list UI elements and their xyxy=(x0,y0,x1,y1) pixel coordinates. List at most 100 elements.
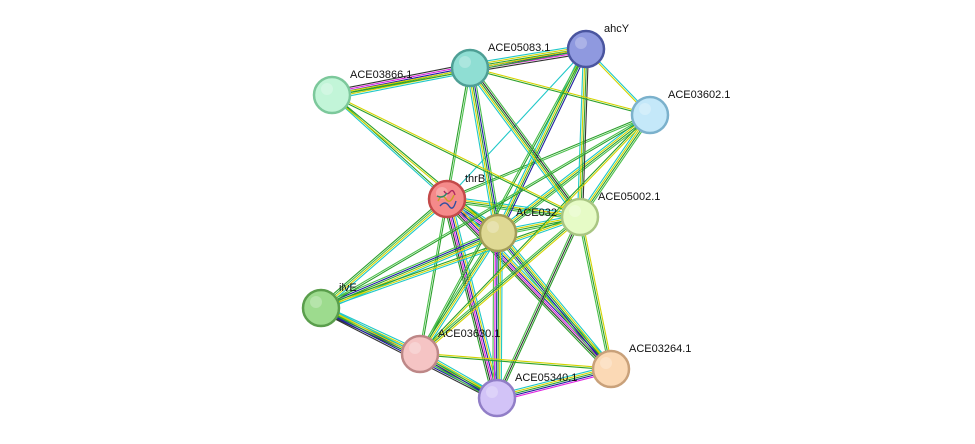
edge-channel-line xyxy=(499,116,653,236)
edge-thrb-ace03866-1[interactable] xyxy=(330,93,449,201)
edge-channel-line xyxy=(331,93,500,233)
edge-ace05083-1-ace03602-1[interactable] xyxy=(469,66,651,117)
edge-ace032-ace03602-1[interactable] xyxy=(495,112,653,236)
edge-channel-line xyxy=(498,48,588,234)
edge-channel-line xyxy=(419,352,612,369)
edge-ace05002-1-ace05083-1[interactable] xyxy=(466,65,584,220)
edge-channel-line xyxy=(496,370,612,401)
node-highlight xyxy=(459,56,471,68)
node-circle[interactable] xyxy=(478,213,518,253)
edge-channel-line xyxy=(500,230,615,368)
edge-channel-line xyxy=(420,217,582,356)
edge-channel-line xyxy=(496,113,651,233)
edge-channel-line xyxy=(472,66,502,233)
edge-ace03866-1-ace05002-1[interactable] xyxy=(331,93,581,219)
edge-channel-line xyxy=(472,65,584,216)
edge-channel-line xyxy=(445,198,497,399)
node-circle[interactable] xyxy=(630,95,670,135)
node-highlight xyxy=(575,37,587,49)
edge-channel-line xyxy=(330,64,471,94)
edge-channel-line xyxy=(577,216,610,370)
edge-thrb-ahcy[interactable] xyxy=(446,48,587,200)
node-highlight xyxy=(321,83,333,95)
edge-channel-line xyxy=(499,49,589,235)
edge-channel-line xyxy=(421,233,501,356)
node-circle[interactable] xyxy=(566,29,606,69)
node-ace03866-1[interactable]: ACE03866.1 xyxy=(312,69,412,115)
edge-channel-line xyxy=(467,67,497,234)
edge-ace05340-1-ace03264-1[interactable] xyxy=(495,365,613,402)
edge-ace05002-1-ace03264-1[interactable] xyxy=(577,216,614,370)
edge-channel-line xyxy=(331,95,581,219)
protein-structure-icon xyxy=(436,189,457,209)
node-ace03264-1[interactable]: ACE03264.1 xyxy=(591,343,691,389)
node-label: ACE03264.1 xyxy=(629,343,691,355)
edge-channel-line xyxy=(446,113,651,199)
edge-channel-line xyxy=(443,201,609,373)
node-thrb[interactable]: thrB xyxy=(427,173,485,219)
edge-ace03602-1-ilve[interactable] xyxy=(320,113,651,310)
node-highlight xyxy=(639,103,651,115)
edge-ace03630-1-ace03264-1[interactable] xyxy=(419,352,612,371)
edge-channel-line xyxy=(497,232,612,370)
node-label: ACE032 xyxy=(516,207,557,219)
edge-ace032-ace05340-1[interactable] xyxy=(492,232,503,399)
edge-ace03602-1-ace03630-1[interactable] xyxy=(418,113,652,356)
edge-channel-line xyxy=(320,115,651,310)
edge-channel-line xyxy=(581,115,653,219)
node-circle[interactable] xyxy=(591,349,631,389)
edge-ace05002-1-ace05340-1[interactable] xyxy=(494,215,583,400)
edge-channel-line xyxy=(498,232,502,399)
edge-channel-line xyxy=(419,354,612,371)
node-ace03630-1[interactable]: ACE03630.1 xyxy=(400,328,500,374)
node-ahcy[interactable]: ahcY xyxy=(566,23,630,69)
node-circle[interactable] xyxy=(427,179,467,219)
node-ace03602-1[interactable]: ACE03602.1 xyxy=(630,89,730,135)
node-ace05340-1[interactable]: ACE05340.1 xyxy=(477,372,577,418)
edge-channel-line xyxy=(468,44,586,65)
node-ilve[interactable]: ilvE xyxy=(301,282,357,328)
edge-channel-line xyxy=(444,200,610,372)
edge-channel-line xyxy=(320,113,651,308)
node-circle[interactable] xyxy=(450,48,490,88)
node-highlight xyxy=(409,342,421,354)
edge-channel-line xyxy=(331,93,581,217)
edge-channel-line xyxy=(496,366,612,397)
edge-channel-line xyxy=(580,48,588,218)
edge-channel-line xyxy=(580,114,652,219)
edge-thrb-ilve[interactable] xyxy=(318,196,450,311)
node-label: ACE05002.1 xyxy=(598,191,660,203)
edge-channel-line xyxy=(492,232,495,399)
node-ace05002-1[interactable]: ACE05002.1 xyxy=(560,191,660,237)
edge-channel-line xyxy=(418,215,580,354)
edge-channel-line xyxy=(446,200,581,221)
node-ace032[interactable]: ACE032 xyxy=(478,207,557,253)
edge-ace05002-1-ahcy[interactable] xyxy=(576,48,590,218)
edge-ace032-ace03866-1[interactable] xyxy=(330,93,500,235)
edge-channel-line xyxy=(319,214,580,307)
node-label: ACE03630.1 xyxy=(438,328,500,340)
edge-thrb-ace03602-1[interactable] xyxy=(446,113,651,201)
node-circle[interactable] xyxy=(400,334,440,374)
edge-channel-line xyxy=(332,93,449,199)
node-ace05083-1[interactable]: ACE05083.1 xyxy=(450,42,550,88)
edge-channel-line xyxy=(446,199,581,219)
edge-channel-line xyxy=(495,365,611,396)
node-circle[interactable] xyxy=(312,75,352,115)
edge-channel-line xyxy=(443,199,496,400)
edge-channel-line xyxy=(497,371,613,402)
edge-channel-line xyxy=(319,197,447,308)
edge-thrb-ace05083-1[interactable] xyxy=(445,67,472,200)
edge-ace05002-1-ace03630-1[interactable] xyxy=(418,215,582,356)
node-label: thrB xyxy=(465,173,485,185)
edge-channel-line xyxy=(494,215,580,398)
edge-channel-line xyxy=(497,232,500,399)
edge-channel-line xyxy=(330,95,499,235)
edge-thrb-ace03630-1[interactable] xyxy=(418,198,449,355)
edge-channel-line xyxy=(469,45,587,67)
node-circle[interactable] xyxy=(477,378,517,418)
node-circle[interactable] xyxy=(301,288,341,328)
node-circle[interactable] xyxy=(560,197,600,237)
node-highlight xyxy=(310,296,322,308)
